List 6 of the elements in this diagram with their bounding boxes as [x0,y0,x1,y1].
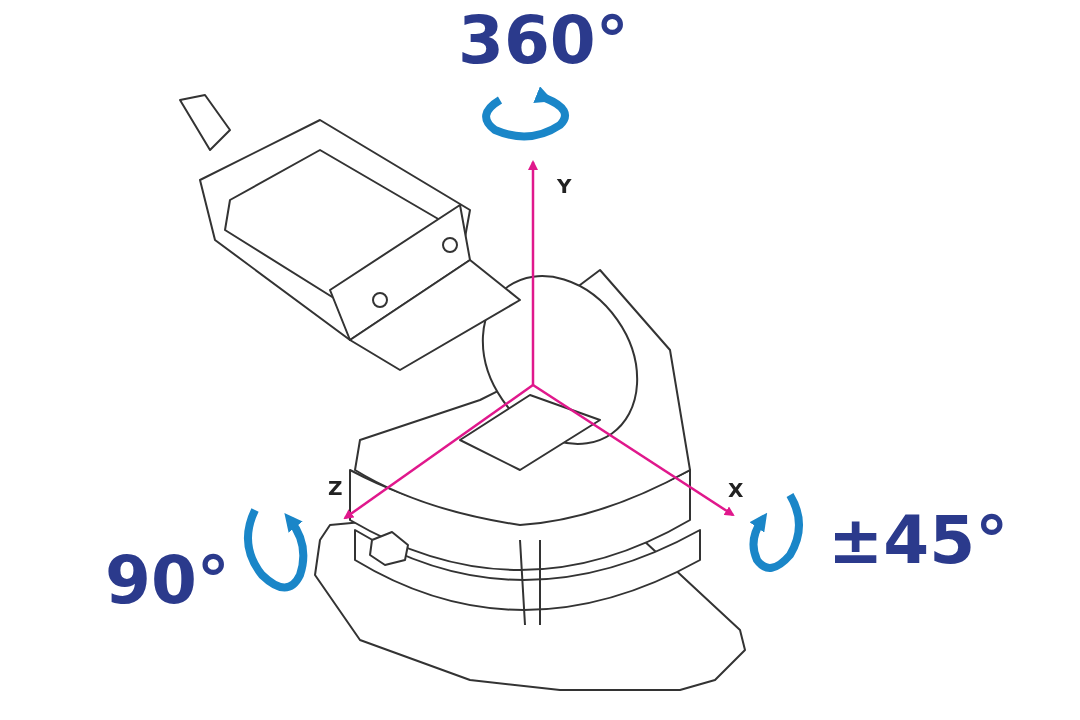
rotation-angle-label: 360° [458,8,629,74]
rotation-angle-label: ±45° [828,508,1009,574]
axis-label: Y [557,176,572,196]
rotation-angle-label: 90° [105,548,230,614]
axis-label: X [728,480,744,500]
axis-label: Z [328,478,343,498]
